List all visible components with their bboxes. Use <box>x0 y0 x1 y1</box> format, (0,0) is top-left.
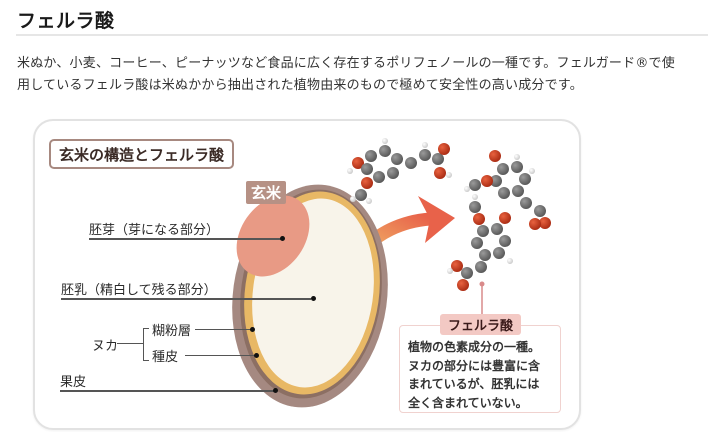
ferulic-acid-tag: フェルラ酸 <box>440 314 522 335</box>
description-line-1: 米ぬか、小麦、コーヒー、ピーナッツなど食品に広く存在するポリフェノールの一種です… <box>17 56 675 71</box>
nuka-bracket <box>143 328 149 361</box>
page-title: フェルラ酸 <box>17 10 115 32</box>
rice-label: 玄米 <box>246 181 287 204</box>
rice-structure-diagram: 玄米の構造とフェルラ酸 玄米 胚芽（芽になる部分） 胚乳（精白して残る部分） ヌ… <box>33 119 581 430</box>
aleurone-leader-line <box>195 329 251 330</box>
germ-leader-line <box>89 238 281 240</box>
germ-marker <box>280 236 285 241</box>
seed-coat-leader-line <box>185 355 255 356</box>
pericarp-marker <box>273 388 278 393</box>
endosperm-label: 胚乳（精白して残る部分） <box>61 283 217 298</box>
callout-line-2: ヌカの部分には豊富に含 <box>408 358 541 373</box>
callout-line-1: 植物の色素成分の一種。 <box>408 340 541 354</box>
nuka-connector <box>117 343 143 344</box>
molecule-icon-2 <box>464 150 551 230</box>
germ-label: 胚芽（芽になる部分） <box>89 223 220 238</box>
callout-line-3: まれているが、胚乳には <box>408 377 540 391</box>
seed-coat-label: 種皮 <box>152 350 179 365</box>
seed-coat-marker <box>254 353 259 358</box>
aleurone-marker <box>250 327 255 332</box>
description-line-2: 用しているフェルラ酸は米ぬかから抽出された植物由来のもので極めて安全性の高い成分… <box>17 78 583 93</box>
description: 米ぬか、小麦、コーヒー、ピーナッツなど食品に広く存在するポリフェノールの一種です… <box>17 53 717 97</box>
pericarp-label: 果皮 <box>60 375 87 390</box>
molecule-icon-1 <box>347 138 452 204</box>
rice-grain-icon <box>232 184 388 408</box>
aleurone-label: 糊粉層 <box>152 324 192 339</box>
diagram-graphics <box>232 138 551 408</box>
endosperm-leader-line <box>61 298 311 300</box>
title-divider <box>16 34 708 36</box>
ferulic-acid-callout: 植物の色素成分の一種。ヌカの部分には豊富に含まれているが、胚乳には全く含まれてい… <box>399 325 561 413</box>
pericarp-leader-line <box>60 390 274 392</box>
ferulic-acid-description: 植物の色素成分の一種。ヌカの部分には豊富に含まれているが、胚乳には全く含まれてい… <box>408 338 540 412</box>
endosperm-marker <box>311 296 316 301</box>
nuka-label: ヌカ <box>92 339 119 354</box>
callout-line-4: 全く含まれていない。 <box>408 395 528 410</box>
diagram-title: 玄米の構造とフェルラ酸 <box>49 139 235 169</box>
molecule-icon-3 <box>447 194 513 291</box>
